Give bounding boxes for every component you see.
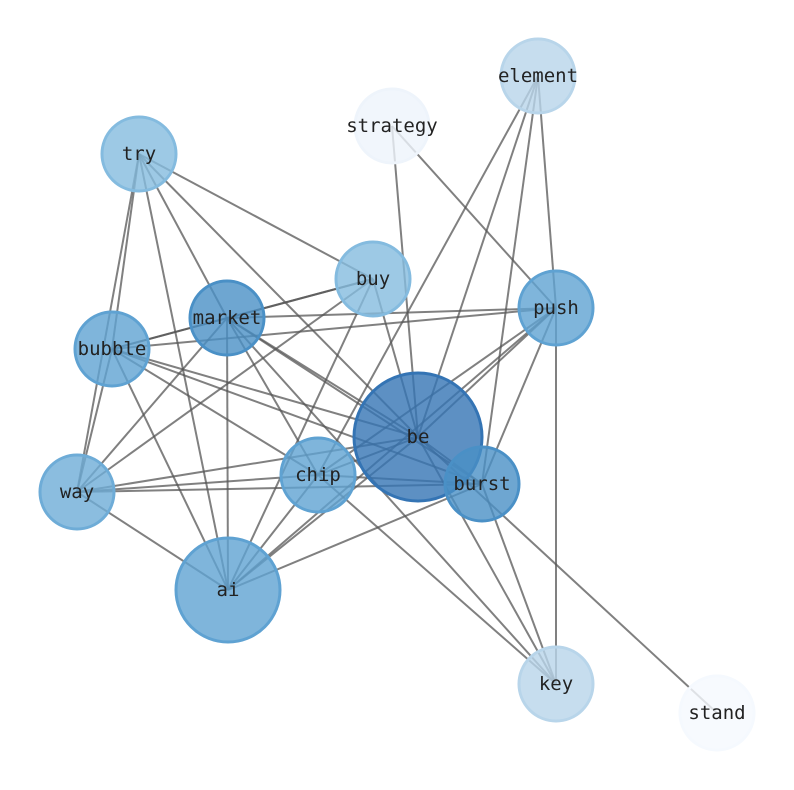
- nodes-layer: element strategy try buy push market bubble be c…: [38, 37, 756, 752]
- edge-strategy-push: [391, 125, 557, 309]
- node-label: key: [539, 673, 573, 695]
- edge-chip-key: [317, 474, 557, 685]
- node-label: try: [122, 143, 156, 165]
- node-circle[interactable]: [678, 674, 756, 752]
- node-burst[interactable]: burst: [443, 445, 521, 523]
- node-label: element: [498, 65, 578, 87]
- node-label: burst: [453, 473, 510, 495]
- node-circle[interactable]: [100, 115, 178, 193]
- edge-chip-way: [76, 474, 319, 493]
- node-circle[interactable]: [443, 445, 521, 523]
- edge-try-buy: [138, 153, 374, 280]
- node-circle[interactable]: [517, 269, 595, 347]
- edge-buy-ai: [227, 278, 374, 591]
- node-chip[interactable]: chip: [279, 436, 357, 514]
- node-key[interactable]: key: [517, 645, 595, 723]
- node-label: strategy: [346, 115, 438, 137]
- edge-try-ai: [138, 153, 229, 591]
- edge-bubble-chip: [111, 348, 319, 476]
- node-circle[interactable]: [38, 453, 116, 531]
- edge-element-chip: [317, 75, 539, 476]
- node-label: way: [60, 481, 94, 503]
- edge-market-push: [226, 307, 557, 319]
- node-circle[interactable]: [517, 645, 595, 723]
- node-label: bubble: [78, 338, 147, 360]
- node-label: chip: [295, 464, 341, 486]
- node-circle[interactable]: [73, 310, 151, 388]
- node-label: push: [533, 297, 579, 319]
- node-way[interactable]: way: [38, 453, 116, 531]
- node-circle[interactable]: [334, 240, 412, 318]
- node-stand[interactable]: stand: [678, 674, 756, 752]
- node-circle[interactable]: [353, 87, 431, 165]
- node-circle[interactable]: [279, 436, 357, 514]
- node-label: be: [407, 426, 430, 448]
- node-label: stand: [688, 702, 745, 724]
- node-circle[interactable]: [174, 536, 282, 644]
- node-label: buy: [356, 268, 390, 290]
- edge-element-push: [537, 75, 557, 309]
- node-element[interactable]: element: [498, 37, 578, 115]
- edge-bubble-push: [111, 307, 557, 350]
- edge-market-key: [226, 317, 557, 685]
- node-ai[interactable]: ai: [174, 536, 282, 644]
- node-bubble[interactable]: bubble: [73, 310, 151, 388]
- node-market[interactable]: market: [188, 279, 266, 357]
- node-label: market: [193, 307, 262, 329]
- node-buy[interactable]: buy: [334, 240, 412, 318]
- node-label: ai: [217, 579, 240, 601]
- node-push[interactable]: push: [517, 269, 595, 347]
- node-strategy[interactable]: strategy: [346, 87, 438, 165]
- edge-element-burst: [481, 75, 539, 485]
- node-circle[interactable]: [188, 279, 266, 357]
- edge-try-be: [138, 153, 419, 438]
- node-try[interactable]: try: [100, 115, 178, 193]
- node-circle[interactable]: [499, 37, 577, 115]
